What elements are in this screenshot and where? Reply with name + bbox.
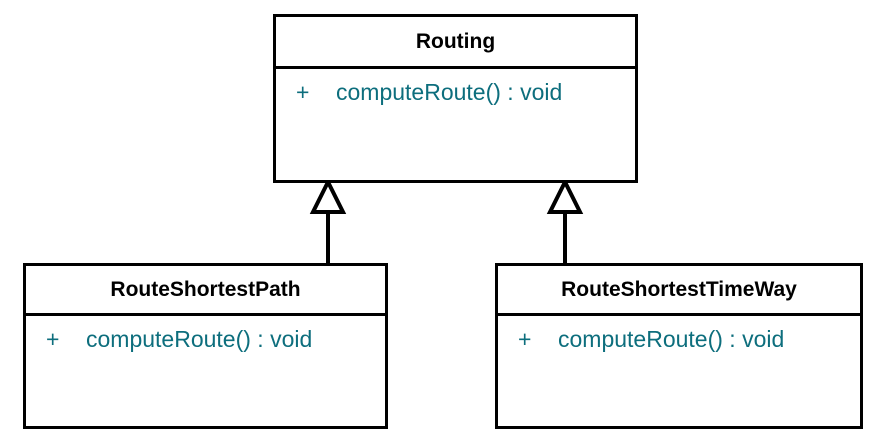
class-members-route-shortest-path: + computeRoute() : void [26,316,385,353]
class-name-routing: Routing [276,17,635,69]
class-members-route-shortest-time-way: + computeRoute() : void [498,316,860,353]
member-row[interactable]: + computeRoute() : void [512,326,860,353]
member-row[interactable]: + computeRoute() : void [40,326,385,353]
member-signature: computeRoute() : void [558,326,785,352]
member-visibility: + [46,326,60,352]
class-name-route-shortest-time-way: RouteShortestTimeWay [498,266,860,316]
member-visibility: + [296,79,310,105]
uml-class-route-shortest-time-way[interactable]: RouteShortestTimeWay + computeRoute() : … [495,263,863,429]
generalization-left[interactable] [309,177,347,265]
member-signature: computeRoute() : void [336,79,563,105]
class-name-route-shortest-path: RouteShortestPath [26,266,385,316]
uml-class-route-shortest-path[interactable]: RouteShortestPath + computeRoute() : voi… [23,263,388,429]
class-members-routing: + computeRoute() : void [276,69,635,106]
hollow-triangle-icon [309,177,347,214]
member-visibility: + [518,326,532,352]
member-signature: computeRoute() : void [86,326,313,352]
member-row[interactable]: + computeRoute() : void [290,79,635,106]
hollow-triangle-icon [546,177,584,214]
generalization-right[interactable] [546,177,584,265]
uml-class-routing[interactable]: Routing + computeRoute() : void [273,14,638,183]
